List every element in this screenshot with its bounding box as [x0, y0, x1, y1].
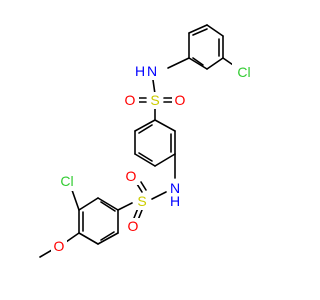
- bond: [78, 197, 99, 211]
- bond: [188, 24, 208, 34]
- structure-svg: N H Cl S O O N H S O O Cl O: [39, 24, 254, 258]
- atom-o-bottom-up: O: [126, 168, 137, 184]
- bond: [97, 232, 119, 245]
- atom-o-top-left: O: [125, 92, 136, 108]
- bond: [71, 189, 80, 211]
- molecule-diagram: N H Cl S O O N H S O O Cl O: [39, 24, 254, 258]
- atom-h-top: H: [135, 63, 145, 79]
- bond: [154, 119, 176, 132]
- bond: [78, 232, 99, 245]
- bond: [152, 79, 156, 95]
- atom-s-bottom: S: [137, 193, 146, 209]
- atom-s-top: S: [150, 92, 159, 108]
- bond: [97, 197, 119, 211]
- bond: [206, 57, 224, 70]
- bond: [167, 57, 190, 69]
- bond: [138, 124, 153, 134]
- atom-n-top: N: [147, 63, 157, 79]
- bond: [138, 152, 153, 162]
- atom-cl-bottom: Cl: [60, 173, 73, 189]
- bond: [134, 119, 156, 132]
- bond: [154, 153, 176, 167]
- bond: [65, 232, 80, 243]
- atom-o-top-right: O: [175, 92, 186, 108]
- bond: [39, 249, 53, 258]
- bond: [151, 191, 167, 200]
- atom-h-mid: H: [170, 193, 180, 209]
- bond: [134, 153, 156, 167]
- atom-o-methoxy: O: [54, 238, 65, 254]
- atom-n-mid: N: [170, 180, 180, 196]
- bond: [192, 28, 208, 36]
- bond: [188, 57, 208, 70]
- bond: [192, 57, 204, 66]
- bond: [206, 24, 224, 37]
- bond: [100, 201, 116, 212]
- bond: [136, 183, 143, 193]
- bond: [117, 202, 133, 211]
- atom-o-bottom-down: O: [128, 218, 139, 234]
- bond: [100, 231, 115, 241]
- atom-labels: N H Cl S O O N H S O O Cl O: [51, 62, 254, 255]
- atom-cl-top: Cl: [237, 64, 250, 80]
- bond: [140, 181, 147, 191]
